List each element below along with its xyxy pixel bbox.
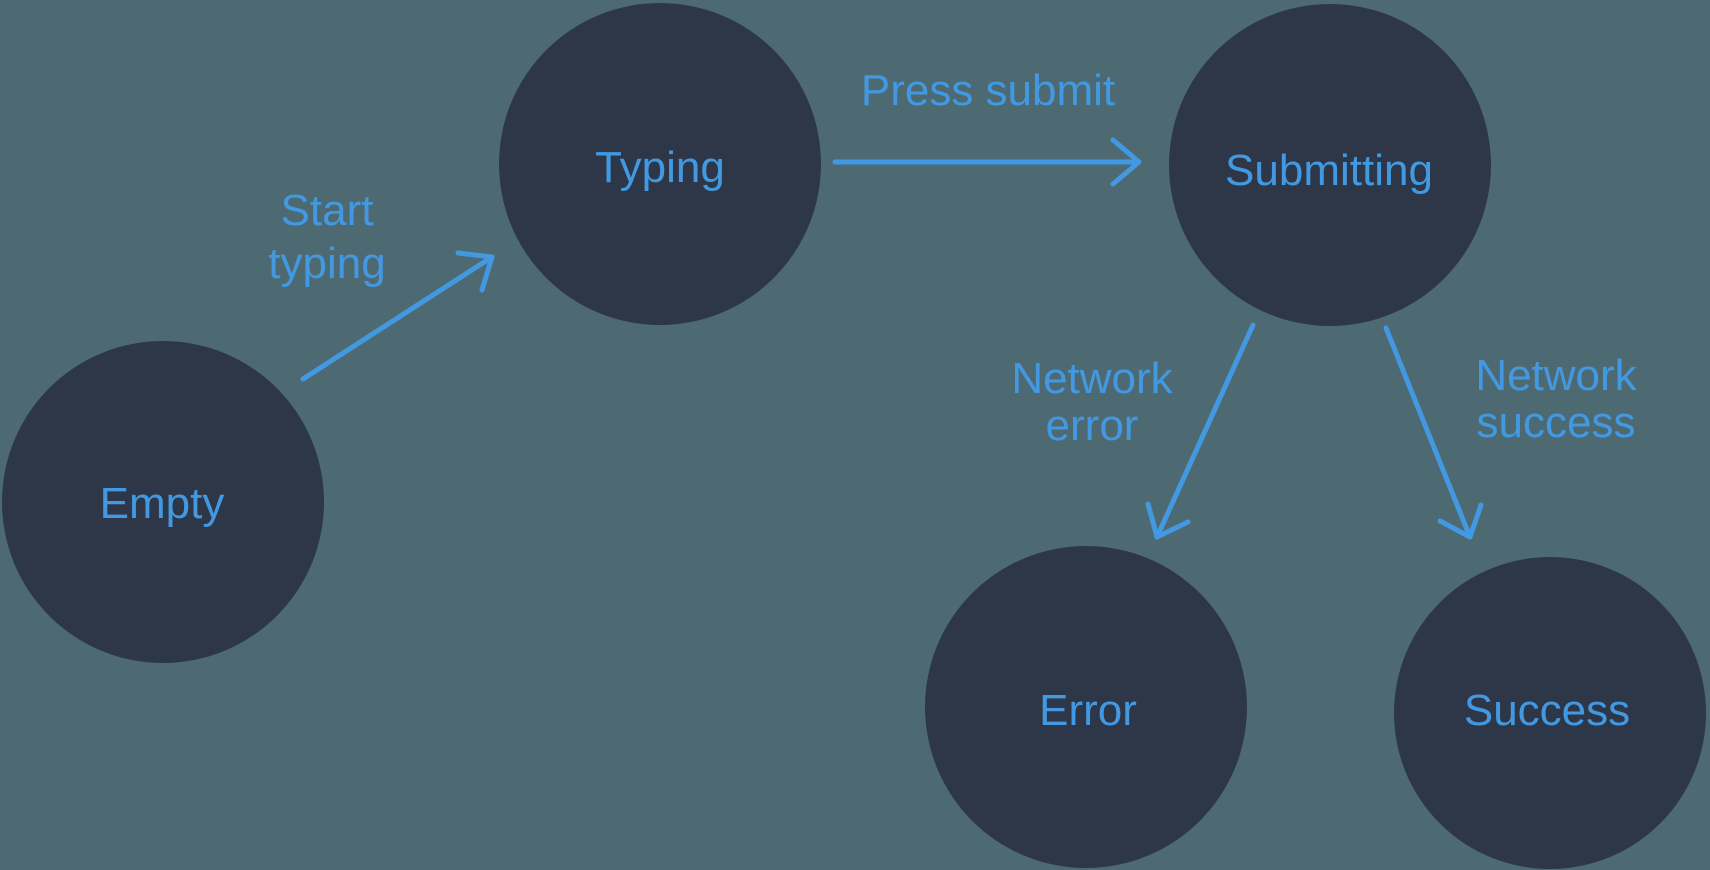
arrowhead-icon	[1437, 502, 1484, 540]
state-label-error: Error	[1039, 686, 1137, 735]
transition-press-submit: Press submit	[832, 66, 1142, 187]
transition-network-success-line	[1383, 325, 1473, 540]
state-label-success: Success	[1464, 686, 1630, 735]
state-node-typing	[499, 3, 821, 325]
state-node-success	[1394, 557, 1706, 869]
transition-network-error: Network error	[1011, 322, 1256, 540]
transition-label-network-success-line1: Network	[1475, 351, 1637, 400]
state-node-submitting	[1169, 4, 1491, 326]
transition-label-network-error-line2: error	[1046, 401, 1139, 450]
transition-label-start-typing-line2: typing	[268, 239, 385, 288]
state-node-empty	[2, 341, 324, 663]
transition-label-network-success-line2: success	[1477, 398, 1636, 447]
transition-label-start-typing-line1: Start	[281, 186, 374, 235]
arrowhead-icon	[1110, 137, 1142, 187]
arrowhead-icon	[1145, 501, 1191, 540]
transition-start-typing: Start typing	[268, 186, 495, 382]
transition-network-success: Network success	[1383, 325, 1638, 540]
transition-label-press-submit: Press submit	[861, 66, 1115, 115]
transition-network-error-line	[1154, 322, 1256, 540]
transition-start-typing-line	[300, 254, 495, 382]
state-label-empty: Empty	[100, 479, 225, 528]
transition-label-network-error-line1: Network	[1011, 354, 1173, 403]
state-label-typing: Typing	[595, 143, 725, 192]
state-label-submitting: Submitting	[1225, 146, 1433, 195]
state-node-error	[925, 546, 1247, 868]
arrowhead-icon	[455, 250, 495, 293]
